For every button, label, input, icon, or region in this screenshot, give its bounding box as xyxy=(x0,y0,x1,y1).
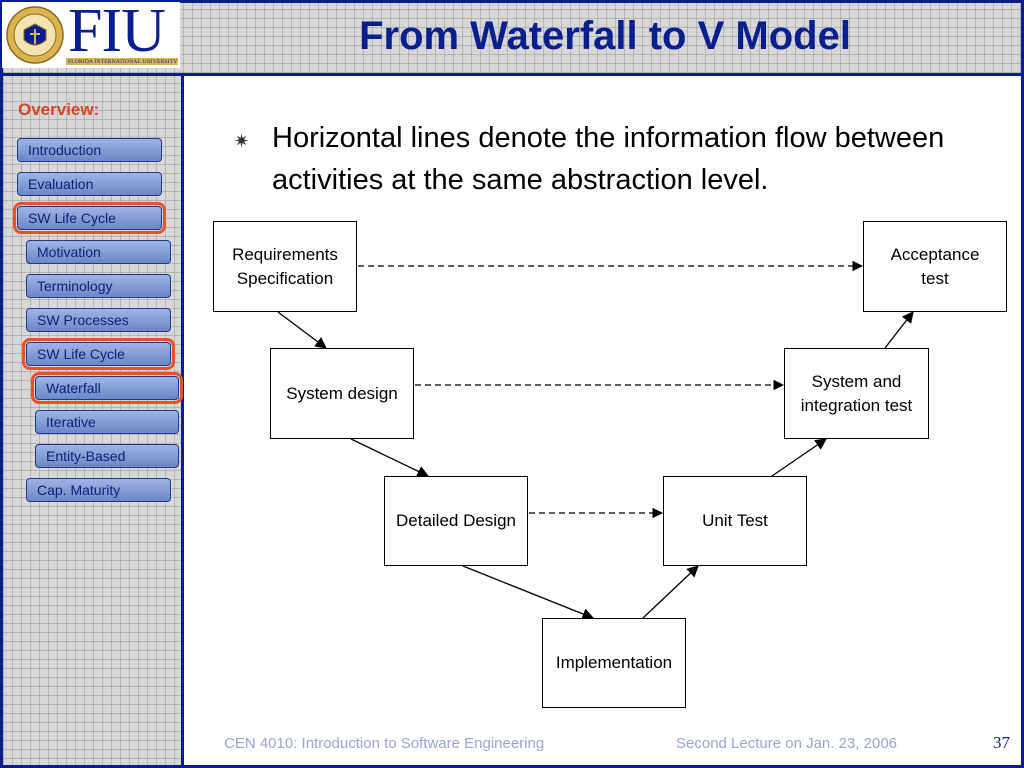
university-seal-icon xyxy=(6,6,64,64)
node-label: System design xyxy=(286,383,398,403)
nav-iterative[interactable]: Iterative xyxy=(35,410,179,434)
nav-label: Cap. Maturity xyxy=(37,482,121,498)
nav-motivation[interactable]: Motivation xyxy=(26,240,171,264)
fiu-logo: FIU FLORIDA INTERNATIONAL UNIVERSITY xyxy=(2,0,180,68)
logo-underline xyxy=(66,58,178,65)
nav-sw-life-cycle-sub[interactable]: SW Life Cycle xyxy=(22,338,175,370)
nav-label: SW Life Cycle xyxy=(37,346,125,362)
slide-title: From Waterfall to V Model xyxy=(359,14,851,58)
node-label: System and integration test xyxy=(800,371,913,415)
edge-impl-to-unit xyxy=(642,565,699,619)
nav-introduction[interactable]: Introduction xyxy=(17,138,162,162)
node-label: Acceptance test xyxy=(890,244,980,288)
nav-label: Motivation xyxy=(37,244,101,260)
nav-terminology[interactable]: Terminology xyxy=(26,274,171,298)
nav-sw-processes[interactable]: SW Processes xyxy=(26,308,171,332)
node-requirements-specification: Requirements Specification xyxy=(213,221,357,312)
header-divider xyxy=(3,73,1021,76)
nav-label: Introduction xyxy=(28,142,102,158)
node-label: Unit Test xyxy=(702,511,768,530)
edge-sysd-to-det xyxy=(350,438,430,477)
node-label: Detailed Design xyxy=(395,511,516,530)
edge-det-to-impl xyxy=(462,565,595,620)
footer-course: CEN 4010: Introduction to Software Engin… xyxy=(224,735,545,752)
edge-req-to-sysd xyxy=(277,311,327,349)
edge-sint-to-acc xyxy=(884,311,914,349)
nav-label: Entity-Based xyxy=(46,448,126,464)
nav-label: Evaluation xyxy=(28,176,94,192)
node-system-integration-test: System and integration test xyxy=(784,348,929,439)
nav-waterfall[interactable]: Waterfall xyxy=(31,372,183,404)
edge-unit-to-sint xyxy=(771,438,827,477)
node-system-design: System design xyxy=(270,348,414,439)
nav-label: Terminology xyxy=(37,278,113,294)
node-label: Requirements Specification xyxy=(232,244,338,288)
overview-heading: Overview: xyxy=(18,100,100,119)
nav-label: SW Life Cycle xyxy=(28,210,116,226)
nav-label: Waterfall xyxy=(46,380,101,396)
nav-evaluation[interactable]: Evaluation xyxy=(17,172,162,196)
nav-entity-based[interactable]: Entity-Based xyxy=(35,444,179,468)
sidebar-divider xyxy=(181,76,184,765)
bullet-star-icon: ✷ xyxy=(234,131,250,151)
nav-label: Iterative xyxy=(46,414,96,430)
bullet-text: Horizontal lines denote the information … xyxy=(272,122,945,196)
node-implementation: Implementation xyxy=(542,618,686,708)
nav-label: SW Processes xyxy=(37,312,129,328)
nav-sw-life-cycle[interactable]: SW Life Cycle xyxy=(13,202,166,234)
page-number: 37 xyxy=(993,733,1010,752)
node-acceptance-test: Acceptance test xyxy=(863,221,1007,312)
logo-subtext: FLORIDA INTERNATIONAL UNIVERSITY xyxy=(68,59,178,65)
footer-lecture: Second Lecture on Jan. 23, 2006 xyxy=(676,735,898,752)
node-unit-test: Unit Test xyxy=(663,476,807,566)
logo-wordmark: FIU xyxy=(68,0,166,65)
nav-cap-maturity[interactable]: Cap. Maturity xyxy=(26,478,171,502)
node-label: Implementation xyxy=(555,653,673,672)
node-detailed-design: Detailed Design xyxy=(384,476,528,566)
